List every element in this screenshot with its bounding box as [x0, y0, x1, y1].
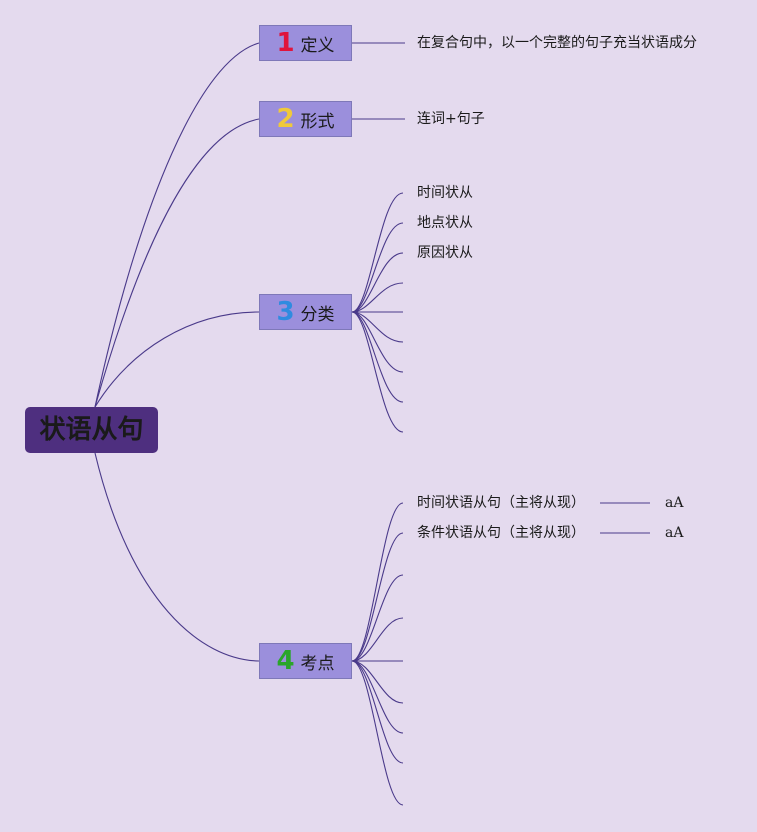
root-node[interactable]: 状语从句 — [25, 407, 158, 453]
leaf-point-time-sub[interactable]: aA — [665, 495, 684, 511]
branch-label-points: 考点 — [300, 653, 335, 674]
connector-root-categories — [94, 311, 260, 408]
branch-node-form[interactable]: 2 形式 — [259, 101, 352, 137]
branch-node-definition[interactable]: 1 定义 — [259, 25, 352, 61]
leaf-form[interactable]: 连词+句子 — [417, 111, 485, 127]
branch-node-categories[interactable]: 3 分类 — [259, 294, 352, 330]
leaf-category-place[interactable]: 地点状从 — [417, 215, 473, 231]
branch-node-points[interactable]: 4 考点 — [259, 643, 352, 679]
connector-root-form — [94, 118, 260, 408]
number-badge-3: 3 — [276, 297, 295, 327]
branch-label-categories: 分类 — [300, 304, 335, 325]
leaf-category-time[interactable]: 时间状从 — [417, 185, 473, 201]
number-badge-2: 2 — [276, 104, 295, 134]
branch-label-definition: 定义 — [300, 35, 335, 56]
connector-root-definition — [94, 42, 260, 408]
branch-label-form: 形式 — [300, 111, 335, 132]
leaf-definition[interactable]: 在复合句中，以一个完整的句子充当状语成分 — [417, 35, 697, 51]
leaf-category-reason[interactable]: 原因状从 — [417, 245, 473, 261]
connector-root-points — [94, 452, 260, 662]
leaf-point-condition-sub[interactable]: aA — [665, 525, 684, 541]
number-badge-1: 1 — [276, 28, 295, 58]
leaf-point-condition-clause[interactable]: 条件状语从句（主将从现） — [417, 525, 585, 541]
leaf-point-time-clause[interactable]: 时间状语从句（主将从现） — [417, 495, 585, 511]
number-badge-4: 4 — [276, 646, 295, 676]
